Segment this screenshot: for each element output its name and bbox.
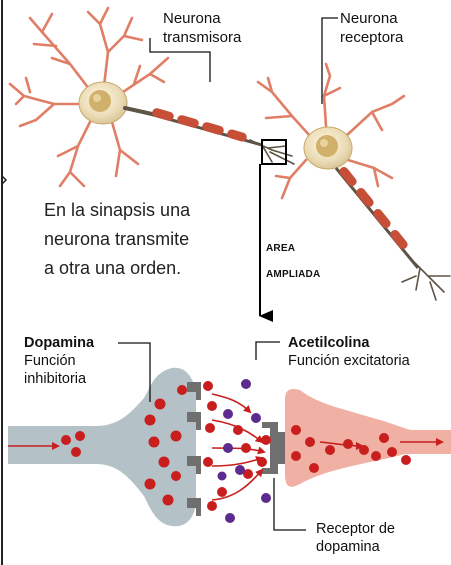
- receiver-nucleus: [316, 135, 338, 157]
- transmitter-axon: [150, 107, 294, 164]
- transmitter-neuron-label: Neurona transmisora: [163, 9, 241, 47]
- acetylcholine-name: Acetilcolina: [288, 334, 410, 352]
- axon-terminal-branches: [402, 260, 450, 300]
- dopamine-name: Dopamina: [24, 334, 94, 352]
- acetylcholine-callout-line: [256, 342, 280, 360]
- receiver-axon: [336, 165, 450, 300]
- transmitter-nucleus: [89, 90, 111, 112]
- dopamine-callout-line: [118, 343, 150, 402]
- synapse-caption: En la sinapsis una neurona transmite a o…: [44, 196, 190, 283]
- transmitter-neuron: [10, 8, 168, 186]
- dopamine-label: Dopamina Función inhibitoria: [24, 334, 94, 388]
- receiver-neuron: [258, 64, 404, 198]
- zoom-area-label: AREA AMPLIADA: [266, 236, 320, 288]
- dopamine-receptor-label: Receptor de dopamina: [316, 520, 395, 556]
- acetylcholine-label: Acetilcolina Función excitatoria: [288, 334, 410, 370]
- receiver-neuron-label: Neurona receptora: [340, 9, 403, 47]
